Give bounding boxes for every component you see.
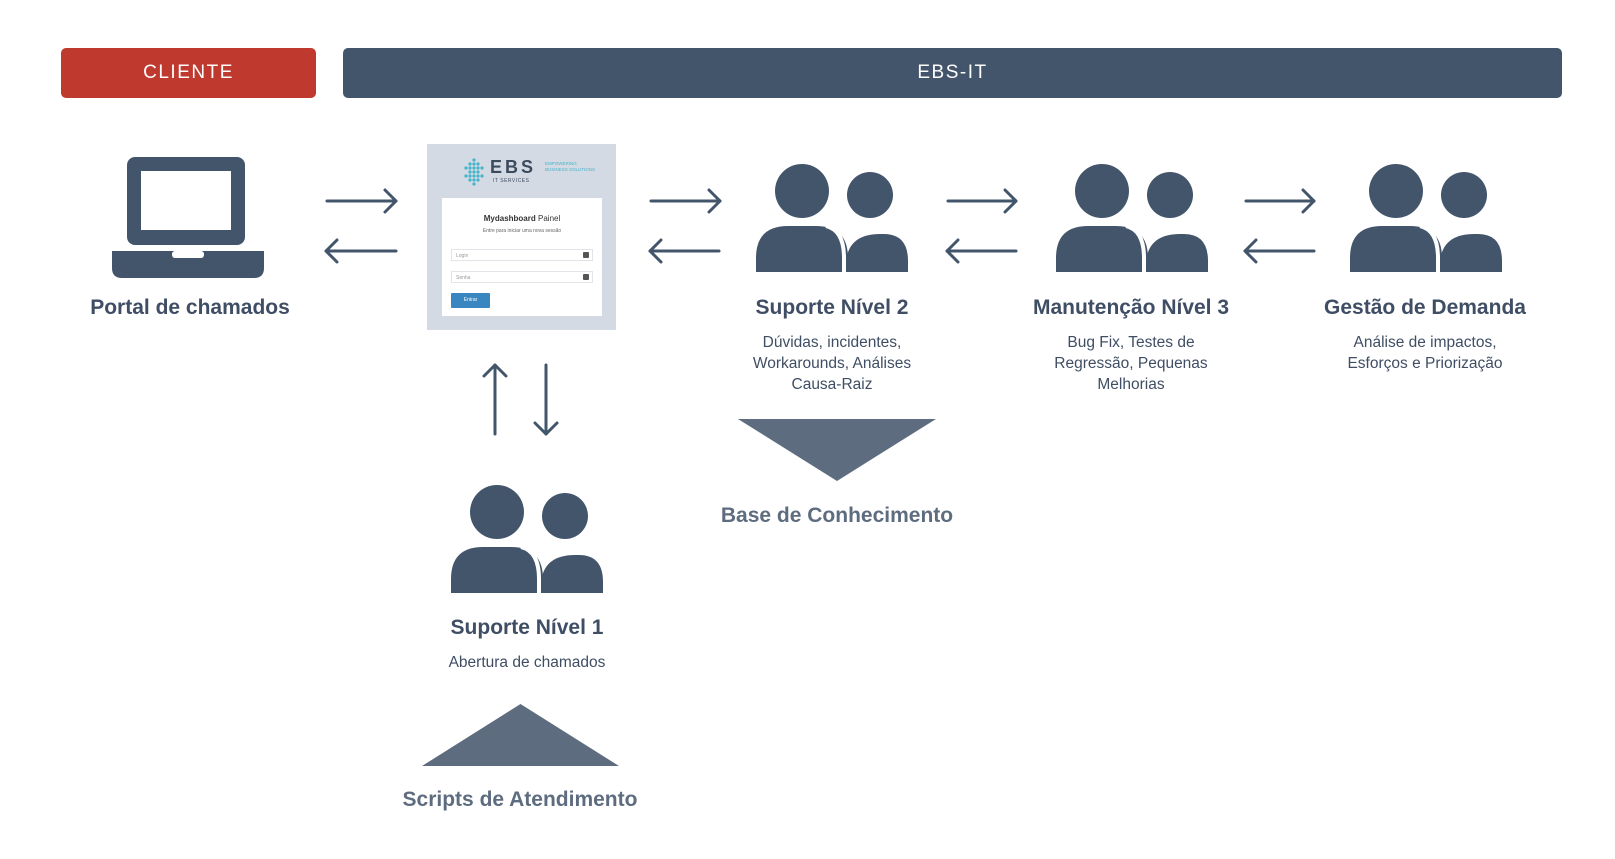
scripts-label: Scripts de Atendimento xyxy=(402,788,638,811)
portal-title: Portal de chamados xyxy=(90,296,290,319)
people-icon-level3 xyxy=(1056,164,1208,272)
login-title-rest: Painel xyxy=(538,214,561,223)
logo-text: EBS xyxy=(490,157,537,177)
login-title: Mydashboard Painel xyxy=(442,214,602,223)
login-form: Mydashboard Painel Entre para iniciar um… xyxy=(442,198,602,316)
arrow-left-icon xyxy=(1243,238,1316,264)
provider-band: EBS-IT xyxy=(343,48,1562,98)
client-band: CLIENTE xyxy=(61,48,316,98)
level2-title: Suporte Nível 2 xyxy=(755,296,909,319)
arrow-right-icon xyxy=(1244,188,1316,214)
ebs-logo-icon xyxy=(464,158,484,186)
arrow-up-icon xyxy=(482,363,508,436)
laptop-icon xyxy=(112,157,264,278)
arrow-left-icon xyxy=(324,238,398,264)
demand-desc-line: Esforços e Priorização xyxy=(1347,355,1503,372)
provider-label: EBS-IT xyxy=(917,62,988,83)
login-placeholder: Login xyxy=(456,253,469,259)
level2-desc-line: Causa-Raiz xyxy=(791,376,873,393)
demand-title: Gestão de Demanda xyxy=(1324,296,1526,319)
login-hint: Entre para iniciar uma nova sessão xyxy=(482,228,562,234)
level2-desc-line: Workarounds, Análises xyxy=(752,355,912,372)
level3-desc-line: Bug Fix, Testes de xyxy=(1067,334,1195,351)
demand-desc-line: Análise de impactos, xyxy=(1353,334,1497,351)
arrow-right-icon xyxy=(649,188,722,214)
submit-button[interactable]: Entrar xyxy=(451,293,490,308)
level3-desc: Bug Fix, Testes de Regressão, Pequenas M… xyxy=(1021,332,1241,395)
password-placeholder: Senha xyxy=(456,275,471,281)
level1-title: Suporte Nível 1 xyxy=(450,616,604,639)
lock-icon xyxy=(583,274,589,280)
login-field[interactable]: Login xyxy=(451,249,593,261)
arrow-right-icon xyxy=(946,188,1018,214)
arrow-left-icon xyxy=(648,238,721,264)
arrow-down-icon xyxy=(533,363,559,436)
people-icon-demand xyxy=(1350,164,1502,272)
scripts-triangle-icon xyxy=(422,704,619,766)
ebs-logo: EBS IT SERVICES EMPOWERING BUSINESS SOLU… xyxy=(427,152,616,192)
level2-desc: Dúvidas, incidentes, Workarounds, Anális… xyxy=(722,332,942,395)
login-title-bold: Mydashboard xyxy=(483,214,536,223)
knowledge-base-triangle-icon xyxy=(738,419,936,481)
demand-desc: Análise de impactos, Esforços e Prioriza… xyxy=(1315,332,1535,374)
level3-desc-line: Melhorias xyxy=(1097,376,1165,393)
level2-desc-line: Dúvidas, incidentes, xyxy=(762,334,902,351)
arrow-right-icon xyxy=(325,188,398,214)
people-icon-level1 xyxy=(451,485,603,593)
level3-desc-line: Regressão, Pequenas xyxy=(1054,355,1208,372)
arrow-left-icon xyxy=(945,238,1018,264)
login-screenshot: EBS IT SERVICES EMPOWERING BUSINESS SOLU… xyxy=(427,144,616,330)
level1-desc: Abertura de chamados xyxy=(417,652,637,673)
logo-sub: IT SERVICES xyxy=(493,178,530,184)
level3-title: Manutenção Nível 3 xyxy=(1032,296,1230,319)
knowledge-base-label: Base de Conhecimento xyxy=(720,504,954,527)
logo-tagline: EMPOWERING BUSINESS SOLUTIONS xyxy=(545,161,596,172)
user-icon xyxy=(583,252,589,258)
level1-desc-line: Abertura de chamados xyxy=(448,654,606,671)
password-field[interactable]: Senha xyxy=(451,271,593,283)
client-label: CLIENTE xyxy=(143,62,234,83)
people-icon-level2 xyxy=(756,164,908,272)
